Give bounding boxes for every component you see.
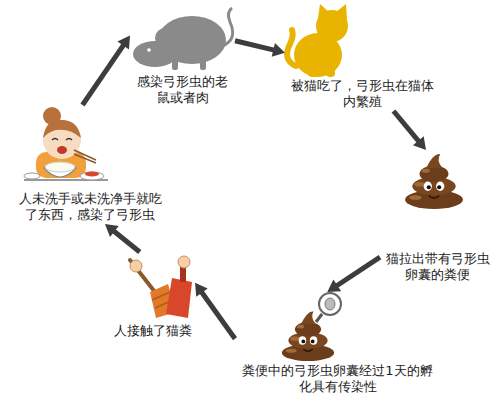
stage-caption: 人未洗手或未洗净手就吃了东西，感染了弓形虫 (15, 190, 165, 224)
stage-caption: 粪便中的弓形虫卵囊经过1天的孵化具有传染性 (235, 362, 440, 396)
stage-caption: 被猫吃了，弓形虫在猫体内繁殖 (285, 77, 440, 111)
cleaning-figure (130, 256, 192, 318)
stage-node: 粪便中的弓形虫卵囊经过1天的孵化具有传染性 (235, 292, 440, 396)
poop-figure (405, 154, 463, 209)
stage-caption: 感染弓形虫的老鼠或者肉 (130, 73, 235, 107)
stage-caption: 人接触了猫粪 (110, 322, 195, 340)
stage-node: 人接触了猫粪 (110, 252, 195, 340)
stage-node: 猫拉出带有弓形虫卵囊的粪便 (380, 150, 495, 284)
cycle-arrow (394, 111, 427, 150)
stage-node: 被猫吃了，弓形虫在猫体内繁殖 (285, 5, 440, 111)
cycle-arrow (327, 257, 380, 292)
cycle-arrow (105, 224, 140, 252)
cat-silhouette (287, 4, 348, 77)
stage-node: 人未洗手或未洗净手就吃了东西，感染了弓形虫 (15, 105, 165, 224)
stage-caption: 猫拉出带有弓形虫卵囊的粪便 (380, 250, 495, 284)
poop-magnifier-figure (282, 293, 341, 361)
cycle-arrow (195, 283, 235, 339)
cycle-arrow (83, 36, 131, 105)
rat-silhouette (133, 8, 233, 70)
girl-eating-figure (24, 107, 108, 180)
cycle-arrow (235, 41, 285, 57)
stage-node: 感染弓形虫的老鼠或者肉 (130, 5, 235, 107)
